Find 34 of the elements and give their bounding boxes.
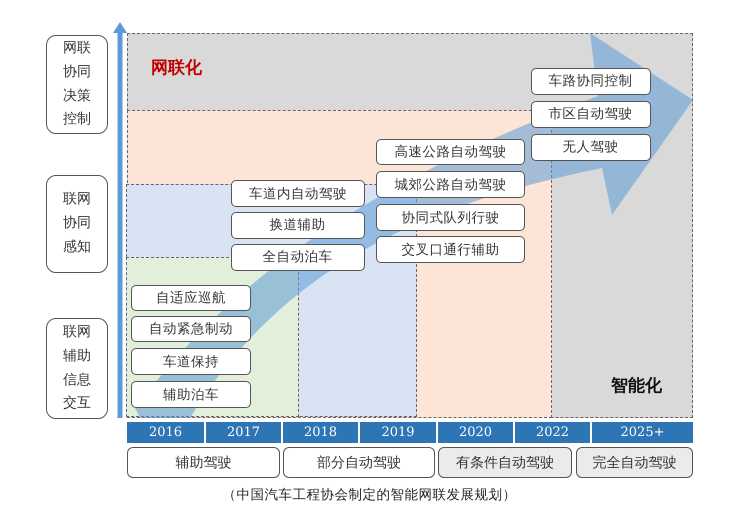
caption: （中国汽车工程协会制定的智能网联发展规划） (222, 486, 518, 504)
feature-box: 高速公路自动驾驶 (376, 139, 525, 165)
category-text: 联网辅助信息交互 (62, 322, 92, 414)
year-cell: 2016 (127, 422, 204, 443)
feature-box: 换道辅助 (230, 212, 364, 238)
feature-box: 全自动泊车 (230, 244, 364, 270)
stage-box: 完全自动驾驶 (576, 447, 693, 478)
feature-box: 车路协同控制 (530, 68, 650, 94)
feature-box: 自适应巡航 (131, 285, 251, 311)
stage-box: 辅助驾驶 (127, 447, 280, 478)
feature-box: 自动紧急制动 (131, 316, 251, 342)
category-text: 网联协同决策控制 (62, 38, 92, 130)
feature-box: 车道内自动驾驶 (231, 180, 365, 207)
feature-box: 协同式队列行驶 (376, 204, 525, 231)
category-box (46, 318, 108, 419)
year-cell: 2025+ (592, 422, 693, 443)
year-cell: 2019 (360, 422, 436, 443)
feature-box: 城郊公路自动驾驶 (376, 171, 525, 198)
region-title: 网联化 (151, 57, 202, 79)
category-text: 联网协同感知 (62, 190, 92, 257)
year-cell: 2017 (206, 422, 281, 443)
feature-box: 无人驾驶 (530, 134, 650, 160)
feature-box: 车道保持 (131, 348, 251, 375)
feature-box: 辅助泊车 (131, 381, 251, 408)
stage-box: 有条件自动驾驶 (438, 447, 572, 478)
category-box (46, 35, 108, 134)
feature-box: 市区自动驾驶 (530, 100, 650, 128)
feature-box: 交叉口通行辅助 (376, 236, 525, 263)
year-cell: 2018 (283, 422, 358, 443)
year-cell: 2022 (515, 422, 590, 443)
category-box (46, 175, 108, 273)
region-title: 智能化 (611, 375, 662, 397)
year-cell: 2020 (438, 422, 513, 443)
stage-box: 部分自动驾驶 (283, 447, 435, 478)
